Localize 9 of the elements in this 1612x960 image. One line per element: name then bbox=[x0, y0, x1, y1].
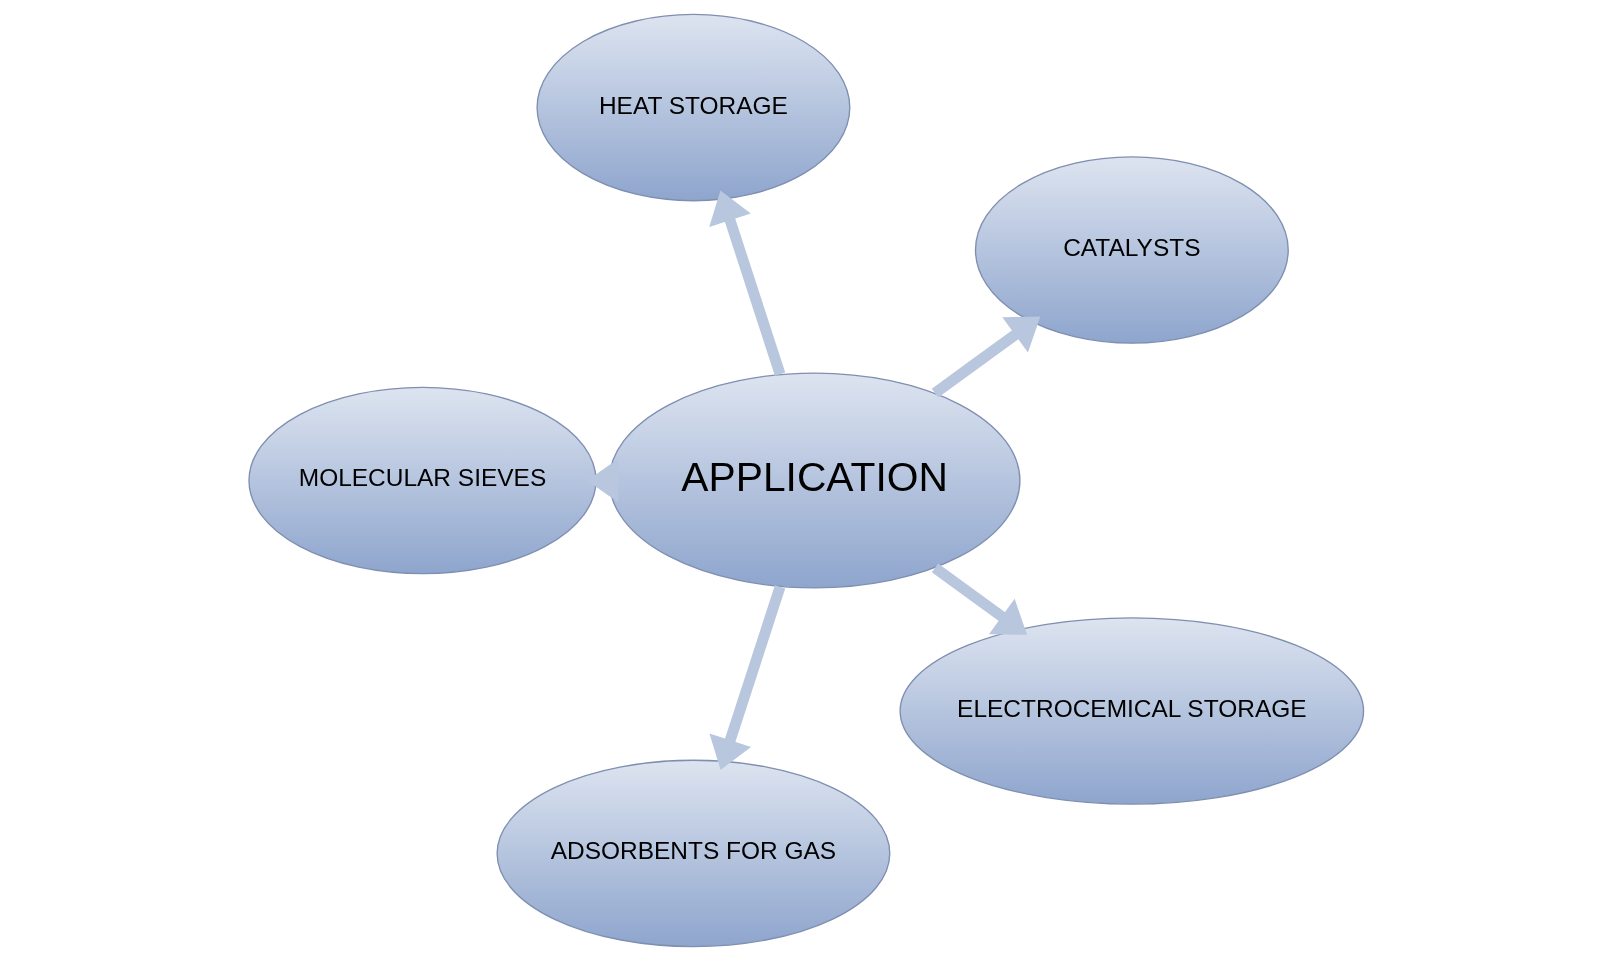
arrow bbox=[709, 584, 786, 770]
node-ellipse: ELECTROCEMICAL STORAGE bbox=[899, 616, 1365, 805]
node-ellipse: ADSORBENTS FOR GAS bbox=[496, 759, 891, 947]
node-ellipse: HEAT STORAGE bbox=[536, 13, 851, 201]
node-ellipse: MOLECULAR SIEVES bbox=[248, 386, 597, 574]
arrow bbox=[931, 315, 1041, 397]
arrow bbox=[709, 190, 786, 376]
node-ellipse: CATALYSTS bbox=[974, 155, 1289, 344]
arrow bbox=[931, 563, 1028, 635]
